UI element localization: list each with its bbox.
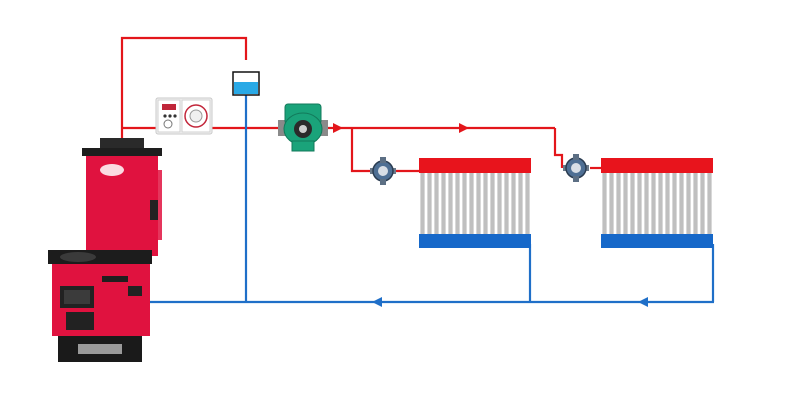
radiator-fin	[651, 173, 656, 234]
radiator-fin	[427, 173, 432, 234]
supply-drop-radiator-2	[553, 128, 564, 168]
radiator-fin	[609, 173, 614, 234]
radiator-fin	[434, 173, 439, 234]
radiator-fin	[441, 173, 446, 234]
supply-riser-to-expansion	[120, 36, 248, 140]
radiator-fin	[679, 173, 684, 234]
radiator-fin	[602, 173, 607, 234]
radiator-fin	[469, 173, 474, 234]
radiator-fin	[693, 173, 698, 234]
radiator-fin	[665, 173, 670, 234]
supply-drop-radiator-1	[350, 128, 372, 173]
radiator-fin	[525, 173, 530, 234]
radiator-fin	[637, 173, 642, 234]
expansion-tank-icon	[232, 71, 260, 96]
radiator-fin	[455, 173, 460, 234]
coal-boiler-icon	[48, 138, 162, 362]
valve-icon	[563, 154, 589, 182]
radiator-fin	[476, 173, 481, 234]
radiator-fin	[707, 173, 712, 234]
right-arrow	[333, 123, 343, 133]
radiator-fin	[644, 173, 649, 234]
valve-icon	[370, 157, 396, 185]
radiator-fin	[623, 173, 628, 234]
radiator-fin	[700, 173, 705, 234]
radiator-fin	[672, 173, 677, 234]
left-arrow	[638, 297, 648, 307]
radiator-fin	[518, 173, 523, 234]
radiator-fin	[490, 173, 495, 234]
circulation-pump-icon	[278, 103, 328, 152]
radiator-fin	[483, 173, 488, 234]
radiator-fin	[616, 173, 621, 234]
radiator-fin	[658, 173, 663, 234]
radiator-fin	[630, 173, 635, 234]
radiator-icon	[601, 158, 713, 248]
return-pipes	[150, 95, 715, 304]
right-arrow	[459, 123, 469, 133]
expansion-water	[234, 82, 258, 94]
radiator-fin	[462, 173, 467, 234]
radiator-fin	[448, 173, 453, 234]
radiator-fin	[504, 173, 509, 234]
flow-arrows	[333, 123, 648, 307]
radiator-fin	[420, 173, 425, 234]
radiator-fin	[497, 173, 502, 234]
radiator-icon	[419, 158, 531, 248]
left-arrow	[372, 297, 382, 307]
temperature-controller-icon	[155, 97, 213, 135]
radiator-fin	[511, 173, 516, 234]
radiator-fin	[686, 173, 691, 234]
